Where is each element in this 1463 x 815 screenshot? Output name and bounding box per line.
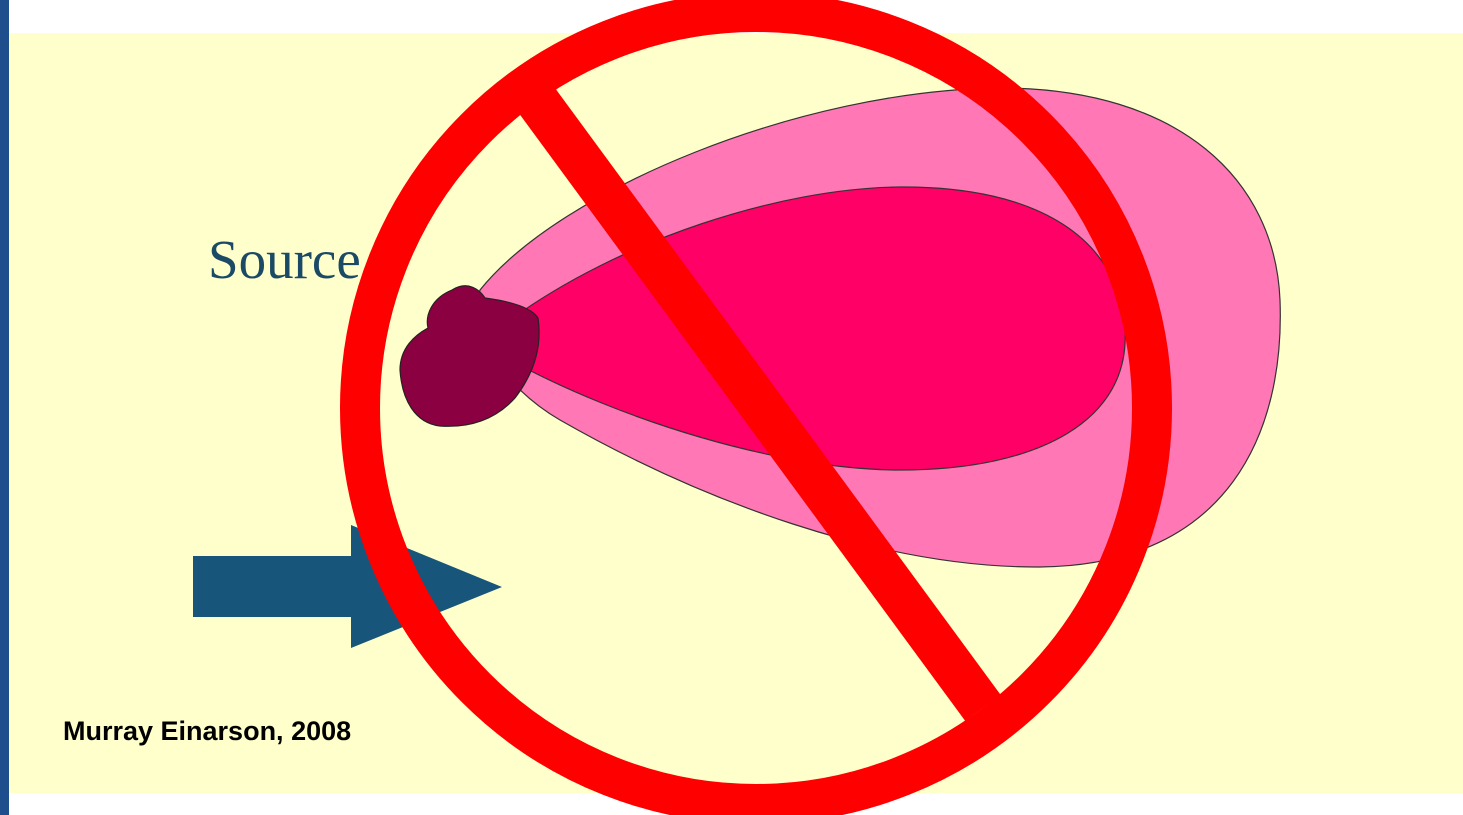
source-blob bbox=[400, 286, 539, 426]
credit-text: Murray Einarson, 2008 bbox=[63, 716, 351, 747]
arrow-right-icon bbox=[193, 525, 502, 648]
